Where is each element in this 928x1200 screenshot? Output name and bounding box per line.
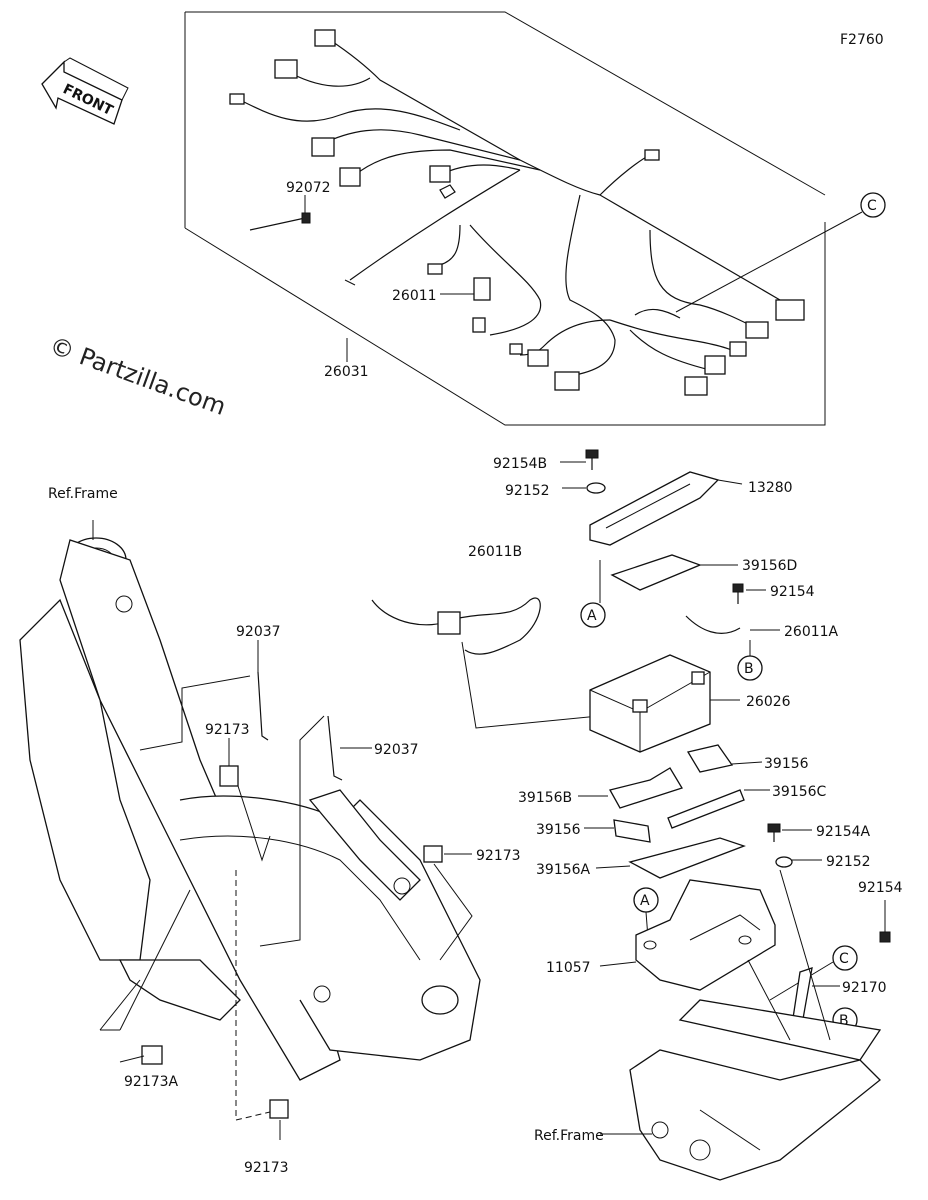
label-26011B: 26011B	[468, 544, 522, 560]
leader-case-frame	[747, 959, 791, 1041]
connector-7-icon	[644, 149, 660, 161]
frame-section-right	[600, 999, 882, 1181]
callout-a-top: A	[580, 560, 606, 628]
connector-15-icon	[509, 343, 523, 355]
label-39156D: 39156D	[742, 558, 797, 574]
connector-5-icon	[339, 167, 361, 187]
svg-text:B: B	[839, 1013, 849, 1029]
clip-92173-b	[423, 845, 473, 961]
pad-39156-b	[584, 819, 651, 843]
battery-case-11057	[599, 879, 776, 991]
callout-c-low: C	[769, 945, 858, 1001]
washer-92152-low-icon	[775, 856, 822, 868]
pad-39156-a	[686, 744, 763, 773]
connector-8-icon	[775, 299, 805, 321]
bolt-92154-mid-icon	[732, 583, 766, 604]
bolt-92154-low-icon	[879, 900, 891, 943]
label-39156A: 39156A	[536, 862, 591, 878]
sheet-39156A	[595, 837, 746, 879]
label-39156C: 39156C	[772, 784, 827, 800]
connector-12-icon	[684, 376, 708, 396]
bracket-13280	[589, 471, 743, 546]
bolt-92154A-icon	[767, 823, 812, 842]
connector-9-icon	[745, 321, 769, 339]
clamp-92072	[249, 195, 311, 231]
svg-text:A: A	[587, 608, 597, 624]
washer-92152-top-icon	[562, 482, 606, 494]
connector-13-icon	[554, 371, 580, 391]
label-13280: 13280	[748, 480, 793, 496]
pad-39156D	[610, 554, 738, 591]
wire-harness-26031	[229, 29, 805, 396]
front-arrow-icon: FRONT	[41, 57, 129, 125]
clamp-92037-b	[259, 715, 372, 947]
label-92173-a: 92173	[205, 722, 250, 738]
label-ref-frame-left: Ref.Frame	[48, 486, 118, 502]
cable-26011B	[371, 597, 641, 729]
harness-box-outline	[184, 11, 826, 426]
label-92152-low: 92152	[826, 854, 871, 870]
label-92154B: 92154B	[493, 456, 547, 472]
svg-text:C: C	[839, 951, 849, 967]
bolt-92154B-icon	[560, 449, 599, 470]
battery-26026	[589, 654, 740, 753]
label-26026: 26026	[746, 694, 791, 710]
connector-17-icon	[472, 317, 486, 333]
label-92173-c: 92173	[244, 1160, 289, 1176]
label-92173-b: 92173	[476, 848, 521, 864]
figure-code: F2760	[840, 32, 884, 48]
connector-4-icon	[311, 137, 335, 157]
clip-92173-c	[235, 870, 289, 1140]
label-11057: 11057	[546, 960, 591, 976]
label-26031: 26031	[324, 364, 369, 380]
label-92072: 92072	[286, 180, 331, 196]
label-92173A: 92173A	[124, 1074, 179, 1090]
label-ref-frame-right: Ref.Frame	[534, 1128, 604, 1144]
callout-b-mid: B	[737, 640, 763, 681]
label-92154A: 92154A	[816, 824, 871, 840]
frame-main-left	[19, 520, 481, 1081]
label-39156B: 39156B	[518, 790, 572, 806]
clamp-92037-a	[139, 640, 269, 751]
label-39156-a: 39156	[764, 756, 809, 772]
connector-1-icon	[314, 29, 336, 47]
connector-14-icon	[527, 349, 549, 367]
relay-26011	[440, 277, 491, 301]
label-92037-b: 92037	[374, 742, 419, 758]
pad-39156B	[578, 767, 683, 809]
label-92154-low: 92154	[858, 880, 903, 896]
connector-10-icon	[729, 341, 747, 357]
callout-c-top: C	[675, 192, 886, 313]
label-92154-mid: 92154	[770, 584, 815, 600]
connector-16-icon	[427, 263, 443, 275]
label-92152-top: 92152	[505, 483, 550, 499]
clip-92173A	[99, 889, 191, 1065]
label-92037-a: 92037	[236, 624, 281, 640]
pad-39156C	[667, 789, 770, 829]
connector-6-icon	[429, 165, 451, 183]
svg-text:C: C	[867, 198, 877, 214]
connector-2-icon	[274, 59, 298, 79]
label-26011: 26011	[392, 288, 437, 304]
connector-3-icon	[229, 93, 245, 105]
svg-text:B: B	[744, 661, 754, 677]
label-39156-b: 39156	[536, 822, 581, 838]
svg-text:A: A	[640, 893, 650, 909]
leader-washer-frame	[779, 869, 831, 1041]
watermark-text: © Partzilla.com	[46, 331, 230, 421]
label-92170: 92170	[842, 980, 887, 996]
connector-11-icon	[704, 355, 726, 375]
callout-a-low: A	[633, 887, 659, 939]
label-26011A: 26011A	[784, 624, 839, 640]
cable-26011A	[685, 615, 780, 634]
clip-92173-a	[219, 738, 271, 862]
